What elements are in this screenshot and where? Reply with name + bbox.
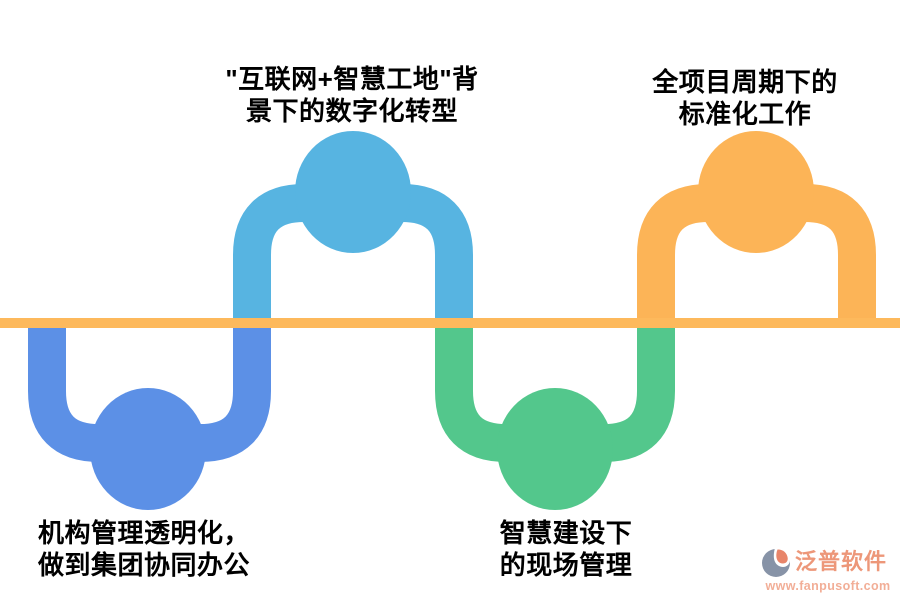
label-bottom-center-line2: 的现场管理 (499, 550, 633, 580)
label-bottom-left-line2: 做到集团协同办公 (38, 550, 251, 580)
timeline-axis (0, 318, 900, 328)
label-top-right: 全项目周期下的 标准化工作 (570, 66, 900, 130)
fanpu-logo-url: www.fanpusoft.com (765, 579, 891, 593)
fanpu-logo-icon (762, 547, 791, 577)
fanpu-logo: 泛普软件 www.fanpusoft.com (760, 546, 896, 593)
label-bottom-center: 智慧建设下 的现场管理 (446, 517, 686, 581)
node-circle-top-right (698, 131, 814, 253)
label-top-right-line1: 全项目周期下的 (652, 67, 838, 97)
label-top-left-line2: 景下的数字化转型 (245, 96, 458, 126)
node-circle-bottom-left (90, 388, 206, 510)
fanpu-logo-name: 泛普软件 (795, 549, 888, 574)
label-bottom-center-line1: 智慧建设下 (499, 518, 633, 548)
label-bottom-left: 机构管理透明化， 做到集团协同办公 (38, 517, 358, 581)
label-top-right-line2: 标准化工作 (678, 99, 812, 129)
node-circle-bottom-center (497, 388, 613, 510)
label-bottom-left-line1: 机构管理透明化， (38, 518, 251, 548)
node-circle-top-left (295, 131, 411, 253)
label-top-left-line1: "互联网+智慧工地"背 (225, 64, 479, 94)
label-top-left: "互联网+智慧工地"背 景下的数字化转型 (172, 63, 532, 127)
